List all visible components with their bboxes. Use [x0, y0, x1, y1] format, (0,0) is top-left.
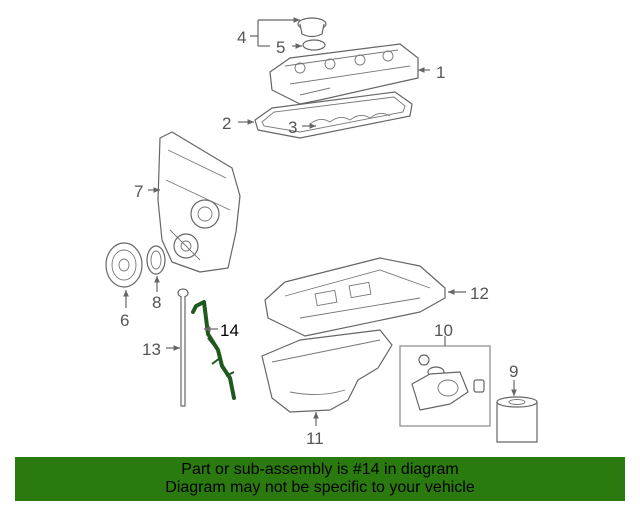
- callout-7: 7: [134, 182, 143, 201]
- dipstick-part[interactable]: [177, 288, 189, 407]
- cap-gasket-part[interactable]: [302, 39, 326, 51]
- callout-14: 14: [220, 321, 239, 340]
- upper-oil-pan-part[interactable]: [264, 257, 446, 337]
- dipstick-tube-part[interactable]: [191, 300, 236, 400]
- banner-line-2: Diagram may not be specific to your vehi…: [165, 479, 475, 496]
- callout-1: 1: [436, 63, 445, 82]
- callout-12: 12: [470, 284, 489, 303]
- callout-6: 6: [120, 311, 129, 330]
- callout-5: 5: [276, 38, 285, 57]
- parts-diagram: 1 2 3 4 5 6 7 8 9 10 11 12 13 14: [105, 17, 538, 448]
- oil-filler-cap-part[interactable]: [297, 17, 327, 38]
- callout-4: 4: [237, 28, 246, 47]
- callout-8: 8: [152, 293, 161, 312]
- callout-9: 9: [509, 362, 518, 381]
- callout-labels: 1 2 3 4 5 6 7 8 9 10 11 12 13 14: [120, 28, 518, 448]
- banner-line-1: Part or sub-assembly is #14 in diagram: [181, 461, 459, 478]
- spark-plug-seal-part[interactable]: [309, 113, 391, 125]
- valve-cover-gasket-part[interactable]: [254, 91, 413, 139]
- oil-filter-part[interactable]: [496, 396, 538, 443]
- callout-2: 2: [222, 114, 231, 133]
- lower-oil-pan-part[interactable]: [261, 329, 393, 413]
- callout-13: 13: [142, 340, 161, 359]
- oil-filter-housing-part[interactable]: [399, 345, 491, 427]
- valve-cover-part[interactable]: [269, 43, 419, 105]
- timing-cover-part[interactable]: [157, 131, 241, 273]
- part-notice-banner: Part or sub-assembly is #14 in diagram D…: [15, 457, 625, 501]
- crank-pulley-part[interactable]: [105, 242, 143, 288]
- callout-leaders: [123, 17, 517, 426]
- callout-3: 3: [288, 118, 297, 137]
- crank-seal-part[interactable]: [146, 245, 166, 275]
- callout-11: 11: [306, 429, 324, 448]
- callout-10: 10: [434, 321, 453, 340]
